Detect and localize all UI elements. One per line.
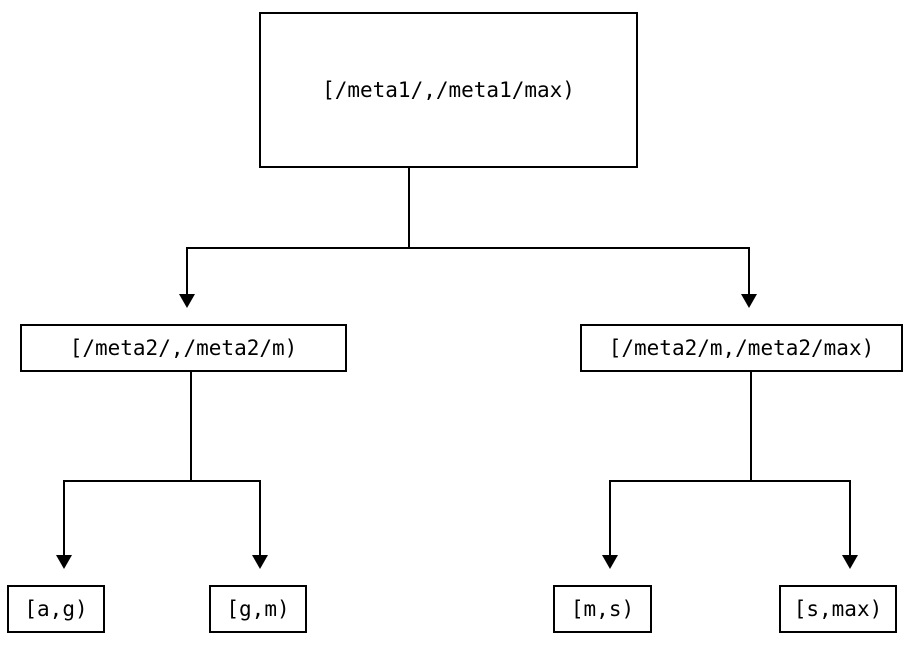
edge-root-to-mid-left-drop: [186, 247, 188, 294]
tree-node-leaf-gm[interactable]: [g,m): [209, 585, 307, 633]
edge-mid-left-crossbar: [63, 480, 261, 482]
tree-node-leaf-smax[interactable]: [s,max): [779, 585, 897, 633]
arrowhead-root-to-mid-left: [179, 294, 195, 308]
tree-node-root[interactable]: [/meta1/,/meta1/max): [259, 12, 638, 168]
arrowhead-mid-left-to-leaf-ag: [56, 555, 72, 569]
arrowhead-mid-right-to-leaf-smax: [842, 555, 858, 569]
tree-node-leaf-ag[interactable]: [a,g): [7, 585, 105, 633]
edge-root-crossbar: [186, 247, 750, 249]
edge-mid-left-stem: [190, 372, 192, 482]
tree-node-leaf-gm-label: [g,m): [226, 596, 290, 621]
arrowhead-root-to-mid-right: [741, 294, 757, 308]
tree-node-mid-left[interactable]: [/meta2/,/meta2/m): [20, 324, 347, 372]
tree-node-mid-left-label: [/meta2/,/meta2/m): [69, 335, 298, 360]
arrowhead-mid-right-to-leaf-ms: [602, 555, 618, 569]
tree-node-leaf-ms-label: [m,s): [570, 596, 635, 621]
edge-mid-right-stem: [750, 372, 752, 482]
tree-node-leaf-ag-label: [a,g): [24, 596, 88, 621]
edge-mid-right-crossbar: [609, 480, 851, 482]
edge-mid-left-to-leaf-gm-drop: [259, 480, 261, 555]
tree-node-leaf-ms[interactable]: [m,s): [553, 585, 652, 633]
edge-mid-right-to-leaf-smax-drop: [849, 480, 851, 555]
tree-node-root-label: [/meta1/,/meta1/max): [322, 77, 575, 102]
arrowhead-mid-left-to-leaf-gm: [252, 555, 268, 569]
edge-root-stem: [408, 168, 410, 249]
edge-root-to-mid-right-drop: [748, 247, 750, 294]
tree-node-mid-right-label: [/meta2/m,/meta2/max): [608, 335, 875, 360]
tree-node-leaf-smax-label: [s,max): [793, 596, 883, 621]
edge-mid-right-to-leaf-ms-drop: [609, 480, 611, 555]
tree-node-mid-right[interactable]: [/meta2/m,/meta2/max): [580, 324, 903, 372]
edge-mid-left-to-leaf-ag-drop: [63, 480, 65, 555]
